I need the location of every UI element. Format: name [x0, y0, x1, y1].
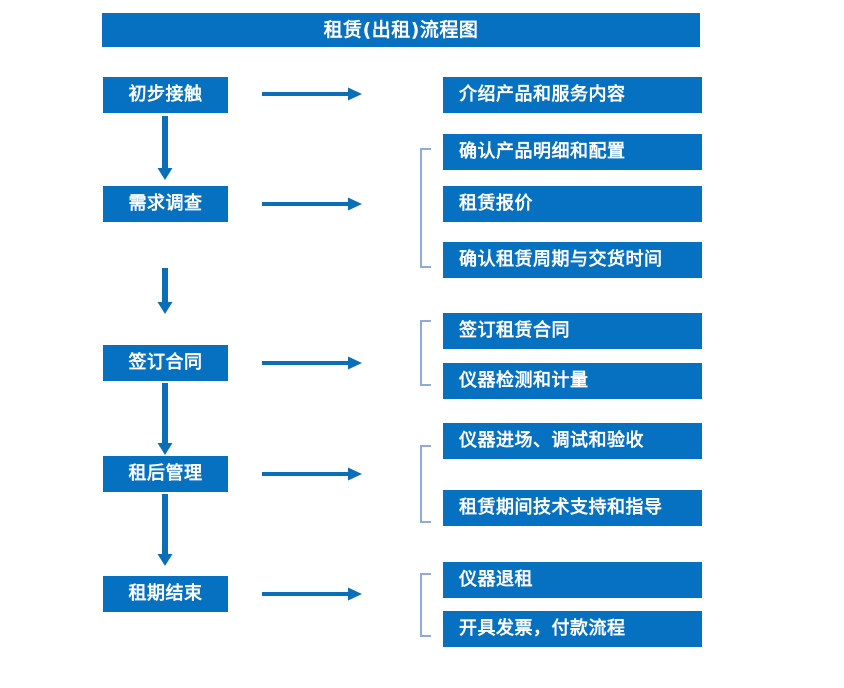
detail-box-confirm-rental-period-delivery[interactable]: 确认租赁周期与交货时间	[443, 242, 702, 278]
down-arrow-icon	[157, 383, 173, 455]
page-title: 租赁(出租)流程图	[102, 13, 700, 47]
brace-bracket-icon	[420, 573, 431, 637]
detail-box-instrument-return[interactable]: 仪器退租	[443, 562, 702, 598]
detail-box-instrument-arrival-commissioning-acceptance[interactable]: 仪器进场、调试和验收	[443, 423, 702, 459]
stage-box-initial-contact[interactable]: 初步接触	[103, 77, 228, 113]
brace-bracket-icon	[420, 445, 431, 523]
detail-box-invoice-payment-process[interactable]: 开具发票，付款流程	[443, 611, 702, 647]
detail-box-technical-support-guidance[interactable]: 租赁期间技术支持和指导	[443, 490, 702, 526]
detail-box-sign-lease-agreement[interactable]: 签订租赁合同	[443, 313, 702, 349]
right-arrow-icon	[262, 587, 362, 601]
detail-box-introduce-products-services[interactable]: 介绍产品和服务内容	[443, 77, 702, 113]
right-arrow-icon	[262, 356, 362, 370]
right-arrow-icon	[262, 197, 362, 211]
stage-box-rental-period-end[interactable]: 租期结束	[103, 576, 228, 612]
detail-box-confirm-product-details-config[interactable]: 确认产品明细和配置	[443, 134, 702, 170]
stage-box-sign-contract[interactable]: 签订合同	[103, 345, 228, 381]
stage-box-requirement-survey[interactable]: 需求调查	[103, 186, 228, 222]
detail-box-rental-quotation[interactable]: 租赁报价	[443, 186, 702, 222]
detail-box-instrument-inspection-metering[interactable]: 仪器检测和计量	[443, 363, 702, 399]
brace-bracket-icon	[420, 148, 431, 268]
stage-box-post-rental-management[interactable]: 租后管理	[103, 456, 228, 492]
right-arrow-icon	[262, 467, 362, 481]
down-arrow-icon	[157, 268, 173, 314]
brace-bracket-icon	[420, 320, 431, 386]
down-arrow-icon	[157, 494, 173, 566]
down-arrow-icon	[157, 116, 173, 180]
right-arrow-icon	[262, 87, 362, 101]
